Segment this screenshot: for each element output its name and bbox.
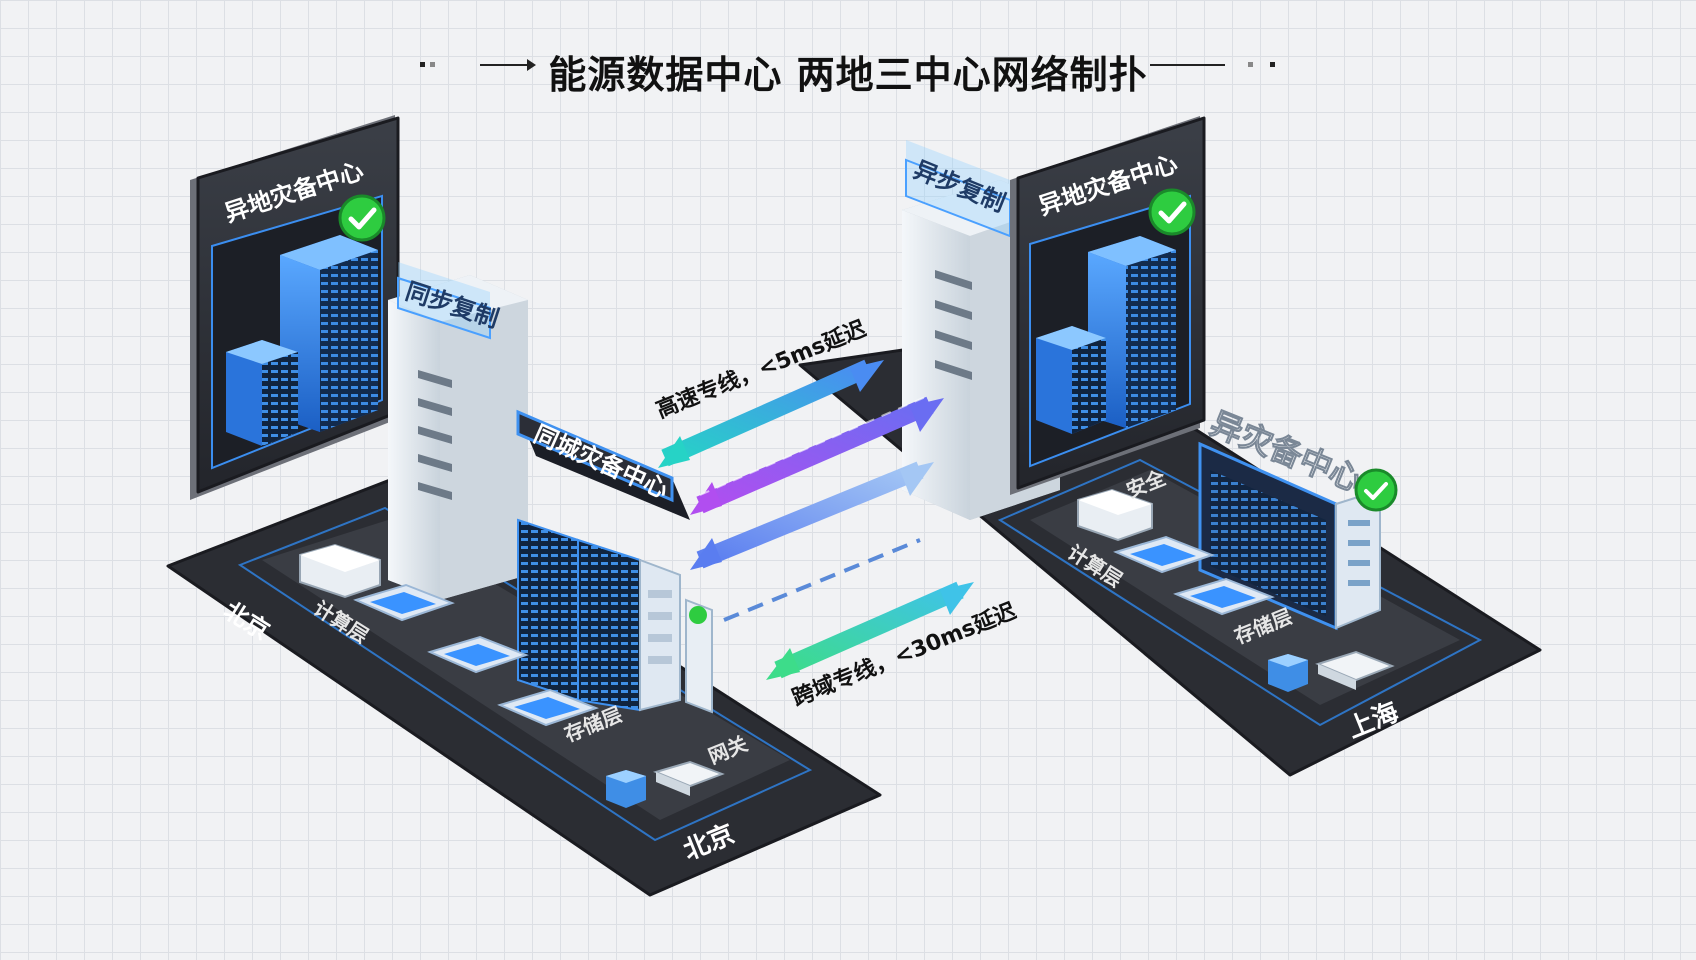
replication-link-arrow[interactable] bbox=[690, 461, 934, 570]
high-speed-link-arrow[interactable] bbox=[658, 359, 884, 468]
check-icon bbox=[1148, 188, 1196, 236]
dashed-link-line bbox=[723, 538, 921, 622]
cross-region-link-arrow[interactable] bbox=[766, 581, 974, 680]
sync-link-arrow[interactable] bbox=[690, 394, 944, 515]
check-icon bbox=[1354, 468, 1398, 512]
beijing-device-box bbox=[299, 543, 381, 599]
server-rack-icon bbox=[1036, 326, 1106, 434]
compute-node-icon bbox=[353, 583, 455, 622]
storage-node-icon bbox=[1173, 577, 1275, 616]
compute-node-icon bbox=[1113, 535, 1215, 574]
server-rack-icon bbox=[1088, 236, 1176, 428]
storage-node-icon bbox=[497, 688, 599, 727]
shanghai-remote-dr-panel: 异地灾备中心 bbox=[1010, 116, 1206, 495]
compute-node-icon bbox=[427, 635, 529, 674]
beijing-remote-dr-panel: 异地灾备中心 bbox=[190, 115, 400, 500]
server-rack-icon bbox=[280, 235, 378, 432]
gateway-device bbox=[652, 760, 725, 796]
page-title: 能源数据中心 两地三中心网络制扑 bbox=[548, 53, 1148, 97]
title-right-decoration bbox=[1150, 62, 1275, 67]
server-rack-icon bbox=[226, 340, 298, 446]
title-left-decoration bbox=[420, 59, 536, 71]
shanghai-gateway-device bbox=[1315, 650, 1395, 690]
cube-icon bbox=[606, 770, 646, 808]
shanghai-device-box bbox=[1077, 488, 1153, 542]
check-icon bbox=[338, 194, 386, 242]
beijing-tower bbox=[388, 275, 528, 600]
cube-icon bbox=[1268, 654, 1308, 692]
beijing-local-racks bbox=[517, 518, 713, 714]
